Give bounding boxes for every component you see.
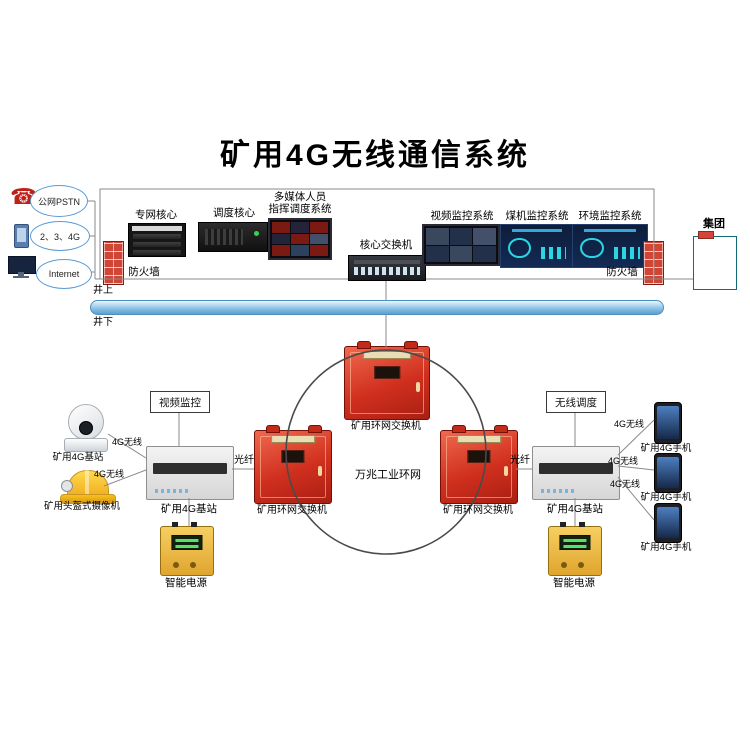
camera-wireless-link: [107, 433, 147, 459]
base-station-right: [532, 446, 620, 500]
cloud-pstn: 公网PSTN: [30, 185, 88, 217]
ptz-camera-icon: [58, 404, 112, 452]
env-monitoring-dashboard: [572, 224, 648, 268]
helmet-camera-label: 矿用头盔式摄像机: [43, 501, 120, 512]
ring-center-label: 万兆工业环网: [355, 469, 421, 481]
env-system-label: 环境监控系统: [578, 210, 642, 222]
base-station-left: [146, 446, 234, 500]
ring-switch-left-label: 矿用环网交换机: [257, 505, 327, 516]
base-station-right-label: 矿用4G基站: [546, 503, 603, 515]
ring-switch-top: [344, 341, 430, 420]
phone3-label: 矿用4G手机: [640, 542, 692, 553]
core-switch-label: 核心交换机: [359, 239, 413, 251]
industrial-ring: [285, 349, 487, 555]
surface-bracket: [99, 188, 655, 279]
ring-switch-right-label: 矿用环网交换机: [443, 505, 513, 516]
multimedia-dispatch-screen: [268, 218, 332, 260]
4g-phone-2: [654, 453, 682, 493]
private-core-label: 专网核心: [135, 209, 177, 221]
below-ground-label: 井下: [93, 317, 113, 328]
wireless-label-2: 4G无线: [93, 469, 124, 479]
group-building-icon: [693, 231, 737, 290]
above-ground-label: 井上: [93, 285, 113, 296]
cloud-internet: Internet: [36, 259, 92, 289]
4g-phone-3: [654, 503, 682, 543]
4g-phone-1: [654, 402, 682, 444]
phone3-link: [617, 476, 655, 521]
cloud-234g-label: 2、3、4G: [39, 231, 81, 242]
mobile-phone-icon: [14, 224, 29, 248]
coal-system-label: 煤机监控系统: [505, 210, 569, 222]
wireless-section-label: 无线调度: [555, 396, 597, 409]
cloud-internet-label: Internet: [48, 269, 80, 279]
diagram-title: 矿用4G无线通信系统: [219, 139, 531, 172]
phone1-label: 矿用4G手机: [640, 443, 692, 454]
phone1-link: [617, 419, 655, 456]
video-system-label: 视频监控系统: [430, 210, 494, 222]
video-section-box: 视频监控: [150, 391, 210, 413]
base-station-left-label: 矿用4G基站: [160, 503, 217, 515]
wireless-section-box: 无线调度: [546, 391, 606, 413]
core-switch-device: [348, 255, 426, 281]
coal-monitoring-dashboard: [500, 224, 574, 268]
dispatch-core-label: 调度核心: [213, 207, 255, 219]
smart-power-right: [548, 522, 602, 576]
wireless-label-4: 4G无线: [607, 456, 638, 466]
private-core-server: [128, 223, 186, 257]
ground-divider-pipe: [90, 300, 664, 315]
multimedia-label-line2: 指挥调度系统: [268, 203, 332, 215]
ring-switch-right: [440, 425, 518, 504]
smart-power-left-label: 智能电源: [165, 577, 207, 589]
multimedia-label-line1: 多媒体人员: [273, 191, 327, 203]
video-section-label: 视频监控: [159, 396, 201, 409]
dispatch-core-server: [198, 222, 268, 252]
helmet-camera-icon: [60, 466, 116, 506]
firewall-right-label: 防火墙: [606, 266, 638, 278]
group-label: 集团: [703, 218, 725, 230]
firewall-left-label: 防火墙: [128, 266, 160, 278]
helmet-wireless-link: [103, 469, 147, 487]
fiber-left-label: 光纤: [234, 455, 254, 466]
cloud-pstn-label: 公网PSTN: [37, 196, 80, 207]
wireless-label-5: 4G无线: [609, 479, 640, 489]
phone2-link: [617, 465, 655, 471]
fiber-right-label: 光纤: [510, 455, 530, 466]
ring-switch-left: [254, 425, 332, 504]
smart-power-right-label: 智能电源: [553, 577, 595, 589]
smart-power-left: [160, 522, 214, 576]
wireless-label-3: 4G无线: [613, 419, 644, 429]
firewall-left-icon: [103, 241, 124, 285]
monitor-icon: [8, 256, 36, 278]
cloud-234g: 2、3、4G: [30, 221, 90, 251]
phone2-label: 矿用4G手机: [640, 492, 692, 503]
wireless-label-1: 4G无线: [111, 437, 142, 447]
video-monitoring-wall: [422, 224, 500, 266]
ring-switch-top-label: 矿用环网交换机: [351, 421, 421, 432]
camera-label: 矿用4G基站: [52, 452, 104, 463]
